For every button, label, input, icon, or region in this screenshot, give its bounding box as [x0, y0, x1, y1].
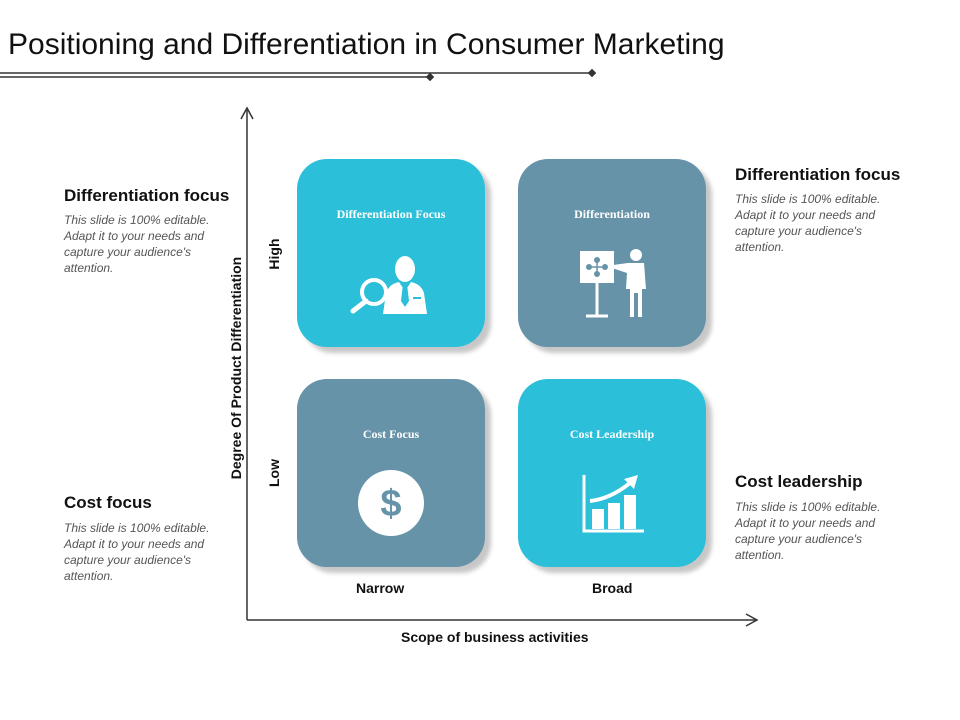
- x-axis-label: Scope of business activities: [401, 629, 589, 645]
- note-bottom-left-heading: Cost focus: [64, 493, 152, 512]
- note-bottom-right-body: This slide is 100% editable. Adapt it to…: [735, 500, 881, 562]
- quadrant-label: Cost Leadership: [569, 427, 655, 441]
- quadrant-differentiation: Differentiation: [518, 159, 706, 347]
- quadrant-differentiation-focus: Differentiation Focus: [297, 159, 485, 347]
- quadrant-label: Differentiation Focus: [336, 207, 446, 221]
- title-underline: [0, 68, 597, 82]
- page-title: Positioning and Differentiation in Consu…: [8, 28, 725, 61]
- svg-text:$: $: [380, 483, 401, 525]
- x-broad-label: Broad: [592, 580, 633, 596]
- presentation-icon: [580, 249, 646, 318]
- note-top-left-body: This slide is 100% editable. Adapt it to…: [64, 213, 210, 275]
- quadrant-cost-focus: Cost Focus $: [297, 379, 485, 567]
- note-top-left-heading: Differentiation focus: [64, 186, 230, 205]
- quadrant-label: Cost Focus: [362, 427, 420, 441]
- x-narrow-label: Narrow: [356, 580, 405, 596]
- note-bottom-left-body: This slide is 100% editable. Adapt it to…: [64, 521, 210, 583]
- quadrant-cost-leadership: Cost Leadership: [518, 379, 706, 567]
- growth-chart-icon: [582, 475, 644, 533]
- manager-search-icon: [350, 256, 427, 314]
- y-low-label: Low: [266, 459, 282, 487]
- y-axis-label: Degree Of Product Differentiation: [228, 256, 244, 480]
- note-top-right-body: This slide is 100% editable. Adapt it to…: [735, 192, 881, 254]
- quadrant-label: Differentiation: [574, 207, 650, 221]
- note-bottom-right-heading: Cost leadership: [735, 472, 863, 491]
- y-high-label: High: [266, 238, 282, 270]
- note-top-right-heading: Differentiation focus: [735, 165, 901, 184]
- dollar-icon: $: [358, 470, 424, 536]
